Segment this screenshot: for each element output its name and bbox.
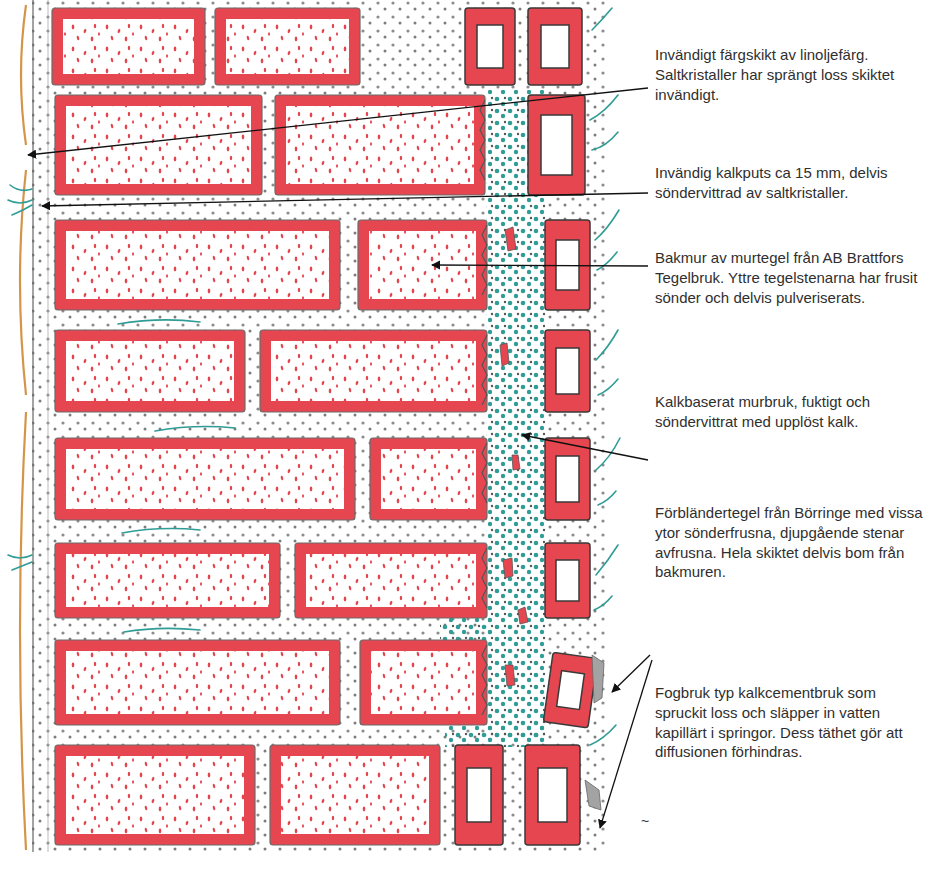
callout-text: Fogbruk typ kalkcementbruk som spruckit …	[655, 683, 927, 762]
paint-layer	[20, 5, 26, 850]
mark: ~	[641, 812, 649, 830]
plaster-layer	[33, 0, 48, 852]
callout-text: Förbländertegel från Börringe med vissa …	[655, 503, 927, 582]
callout-text: Kalkbaserat murbruk, fuktigt och sönderv…	[655, 392, 927, 432]
moisture-streaks	[8, 8, 620, 745]
back-wall-bricks	[52, 8, 487, 845]
leader-lines	[28, 88, 652, 828]
mortar	[32, 0, 607, 852]
facade-bricks	[455, 8, 598, 845]
brick-fragments	[500, 227, 528, 686]
callout-text: Bakmur av murtegel från AB Brattfors Teg…	[655, 248, 927, 307]
joint-mortar	[585, 655, 604, 810]
callout-text: Invändig kalkputs ca 15 mm, delvis sönde…	[655, 163, 927, 203]
callout-text: Invändigt färgskikt av linoljefärg. Salt…	[655, 45, 927, 104]
broken-edges	[480, 100, 487, 715]
